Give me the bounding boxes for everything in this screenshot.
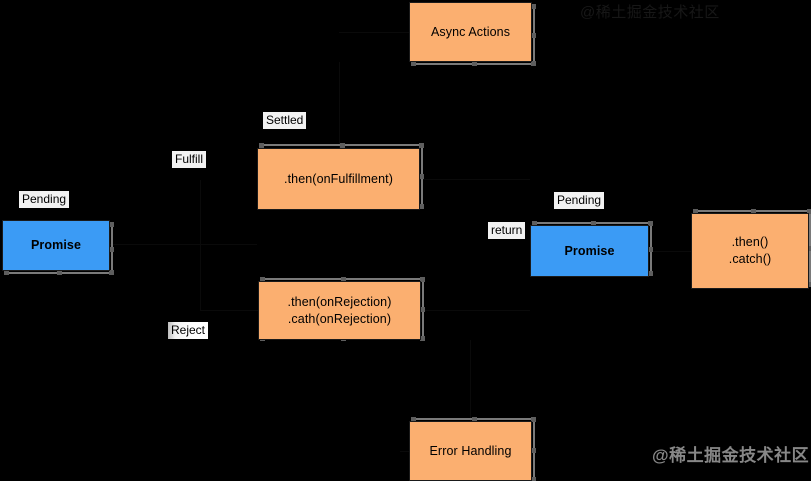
edge-label-return: return [488,222,526,239]
node-promise-right[interactable]: Promise [530,225,649,277]
edge-label-settled: Settled [263,112,307,129]
connector-promise-right-to-then-catch [649,251,691,252]
watermark-bottom-right: @稀土掘金技术社区 [652,446,810,465]
connector-fulfill-riser [200,180,201,245]
edge-label-pending-right: Pending [554,192,605,209]
edge-label-pending-left: Pending [19,191,70,208]
node-error-handling[interactable]: Error Handling [409,421,532,481]
edge-label-reject: Reject [168,322,209,339]
connector-fulfillment-to-async [339,62,340,148]
connector-fulfillment-to-promise-right [420,179,530,180]
connector-reject-to-rejection-box [200,310,258,311]
edge-label-fulfill: Fulfill [172,151,207,168]
node-then-catch-on-rejection[interactable]: .then(onRejection) .cath(onRejection) [258,281,421,340]
node-async-actions[interactable]: Async Actions [409,2,532,62]
node-promise-left[interactable]: Promise [2,220,110,271]
watermark-top-right: @稀土掘金技术社区 [580,4,720,21]
connector-rejection-to-error-handling [470,340,471,421]
connector-rejection-to-promise-right [421,310,530,311]
connector-async-to-fulfillment [339,32,409,33]
node-then-on-fulfillment[interactable]: .then(onFulfillment) [257,148,420,210]
node-then-catch[interactable]: .then() .catch() [691,213,809,289]
connector-error-handling-feed [400,451,409,452]
connector-promise-left-to-reject [200,244,201,311]
connector-promise-left-to-fulfill [110,244,257,245]
